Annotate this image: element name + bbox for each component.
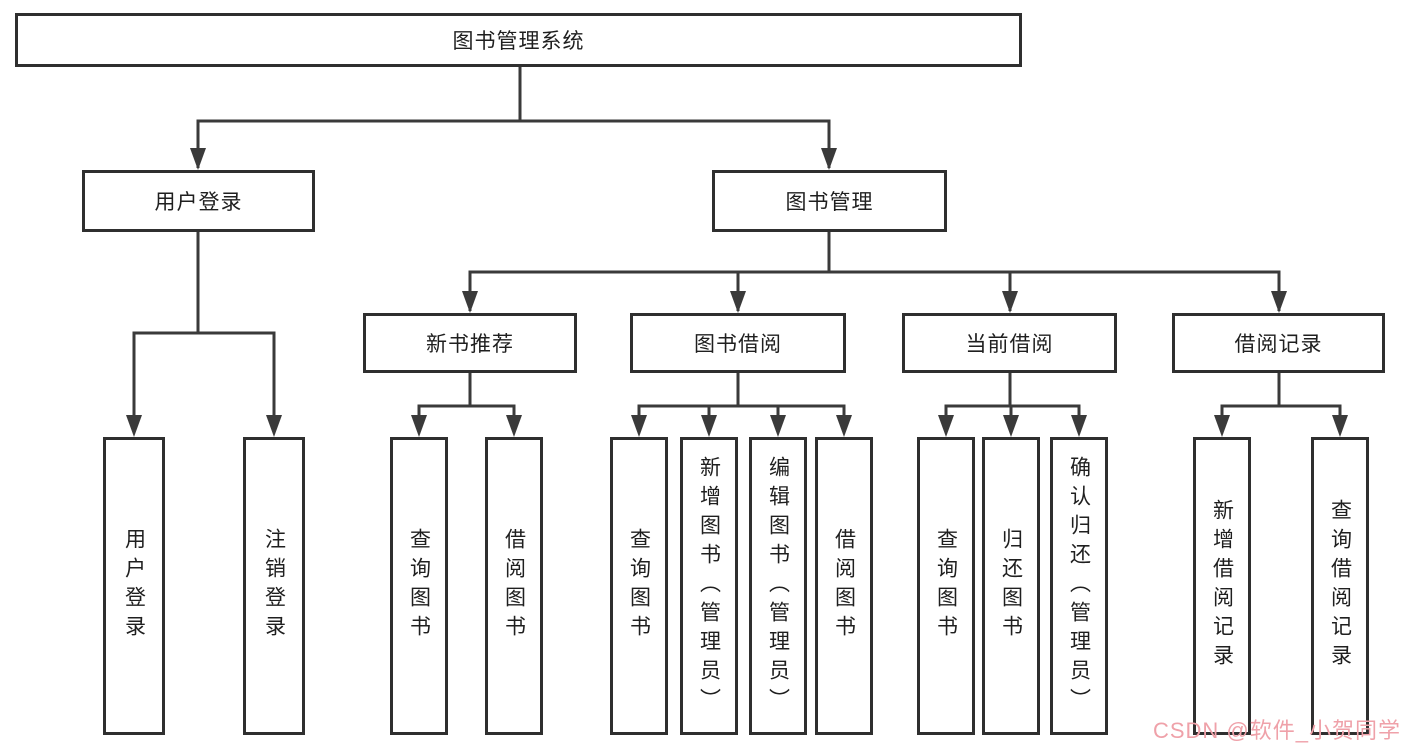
node-new-book-recommend: 新书推荐 — [363, 313, 577, 373]
leaf-return-books: 归还图书 — [982, 437, 1040, 735]
leaf-borrow-books-recommend: 借阅图书 — [485, 437, 543, 735]
leaf-label: 注销登录 — [262, 528, 286, 644]
leaf-label: 归还图书 — [999, 528, 1023, 644]
leaf-label: 查询图书 — [407, 528, 431, 644]
node-book-borrow: 图书借阅 — [630, 313, 846, 373]
leaf-label: 查询借阅记录 — [1328, 499, 1352, 673]
node-user-login: 用户登录 — [82, 170, 315, 232]
node-book-management: 图书管理 — [712, 170, 947, 232]
leaf-query-books-recommend: 查询图书 — [390, 437, 448, 735]
leaf-label: 用户登录 — [122, 528, 146, 644]
leaf-label: 借阅图书 — [502, 528, 526, 644]
leaf-label: 确认归还（管理员） — [1067, 455, 1091, 717]
leaf-add-books-admin: 新增图书（管理员） — [680, 437, 738, 735]
leaf-label: 借阅图书 — [832, 528, 856, 644]
leaf-label: 查询图书 — [934, 528, 958, 644]
leaf-label: 查询图书 — [627, 528, 651, 644]
leaf-confirm-return-admin: 确认归还（管理员） — [1050, 437, 1108, 735]
leaf-query-books-borrow: 查询图书 — [610, 437, 668, 735]
leaf-query-borrow-record: 查询借阅记录 — [1311, 437, 1369, 735]
node-borrow-records: 借阅记录 — [1172, 313, 1385, 373]
leaf-query-books-current: 查询图书 — [917, 437, 975, 735]
leaf-edit-books-admin: 编辑图书（管理员） — [749, 437, 807, 735]
leaf-add-borrow-record: 新增借阅记录 — [1193, 437, 1251, 735]
node-library-management-system: 图书管理系统 — [15, 13, 1022, 67]
node-current-borrow: 当前借阅 — [902, 313, 1117, 373]
csdn-watermark: CSDN @软件_小贺同学 — [1152, 718, 1401, 743]
leaf-user-login: 用户登录 — [103, 437, 165, 735]
leaf-label: 新增图书（管理员） — [697, 455, 721, 717]
leaf-borrow-books: 借阅图书 — [815, 437, 873, 735]
leaf-label: 新增借阅记录 — [1210, 499, 1234, 673]
leaf-logout: 注销登录 — [243, 437, 305, 735]
leaf-label: 编辑图书（管理员） — [766, 455, 790, 717]
